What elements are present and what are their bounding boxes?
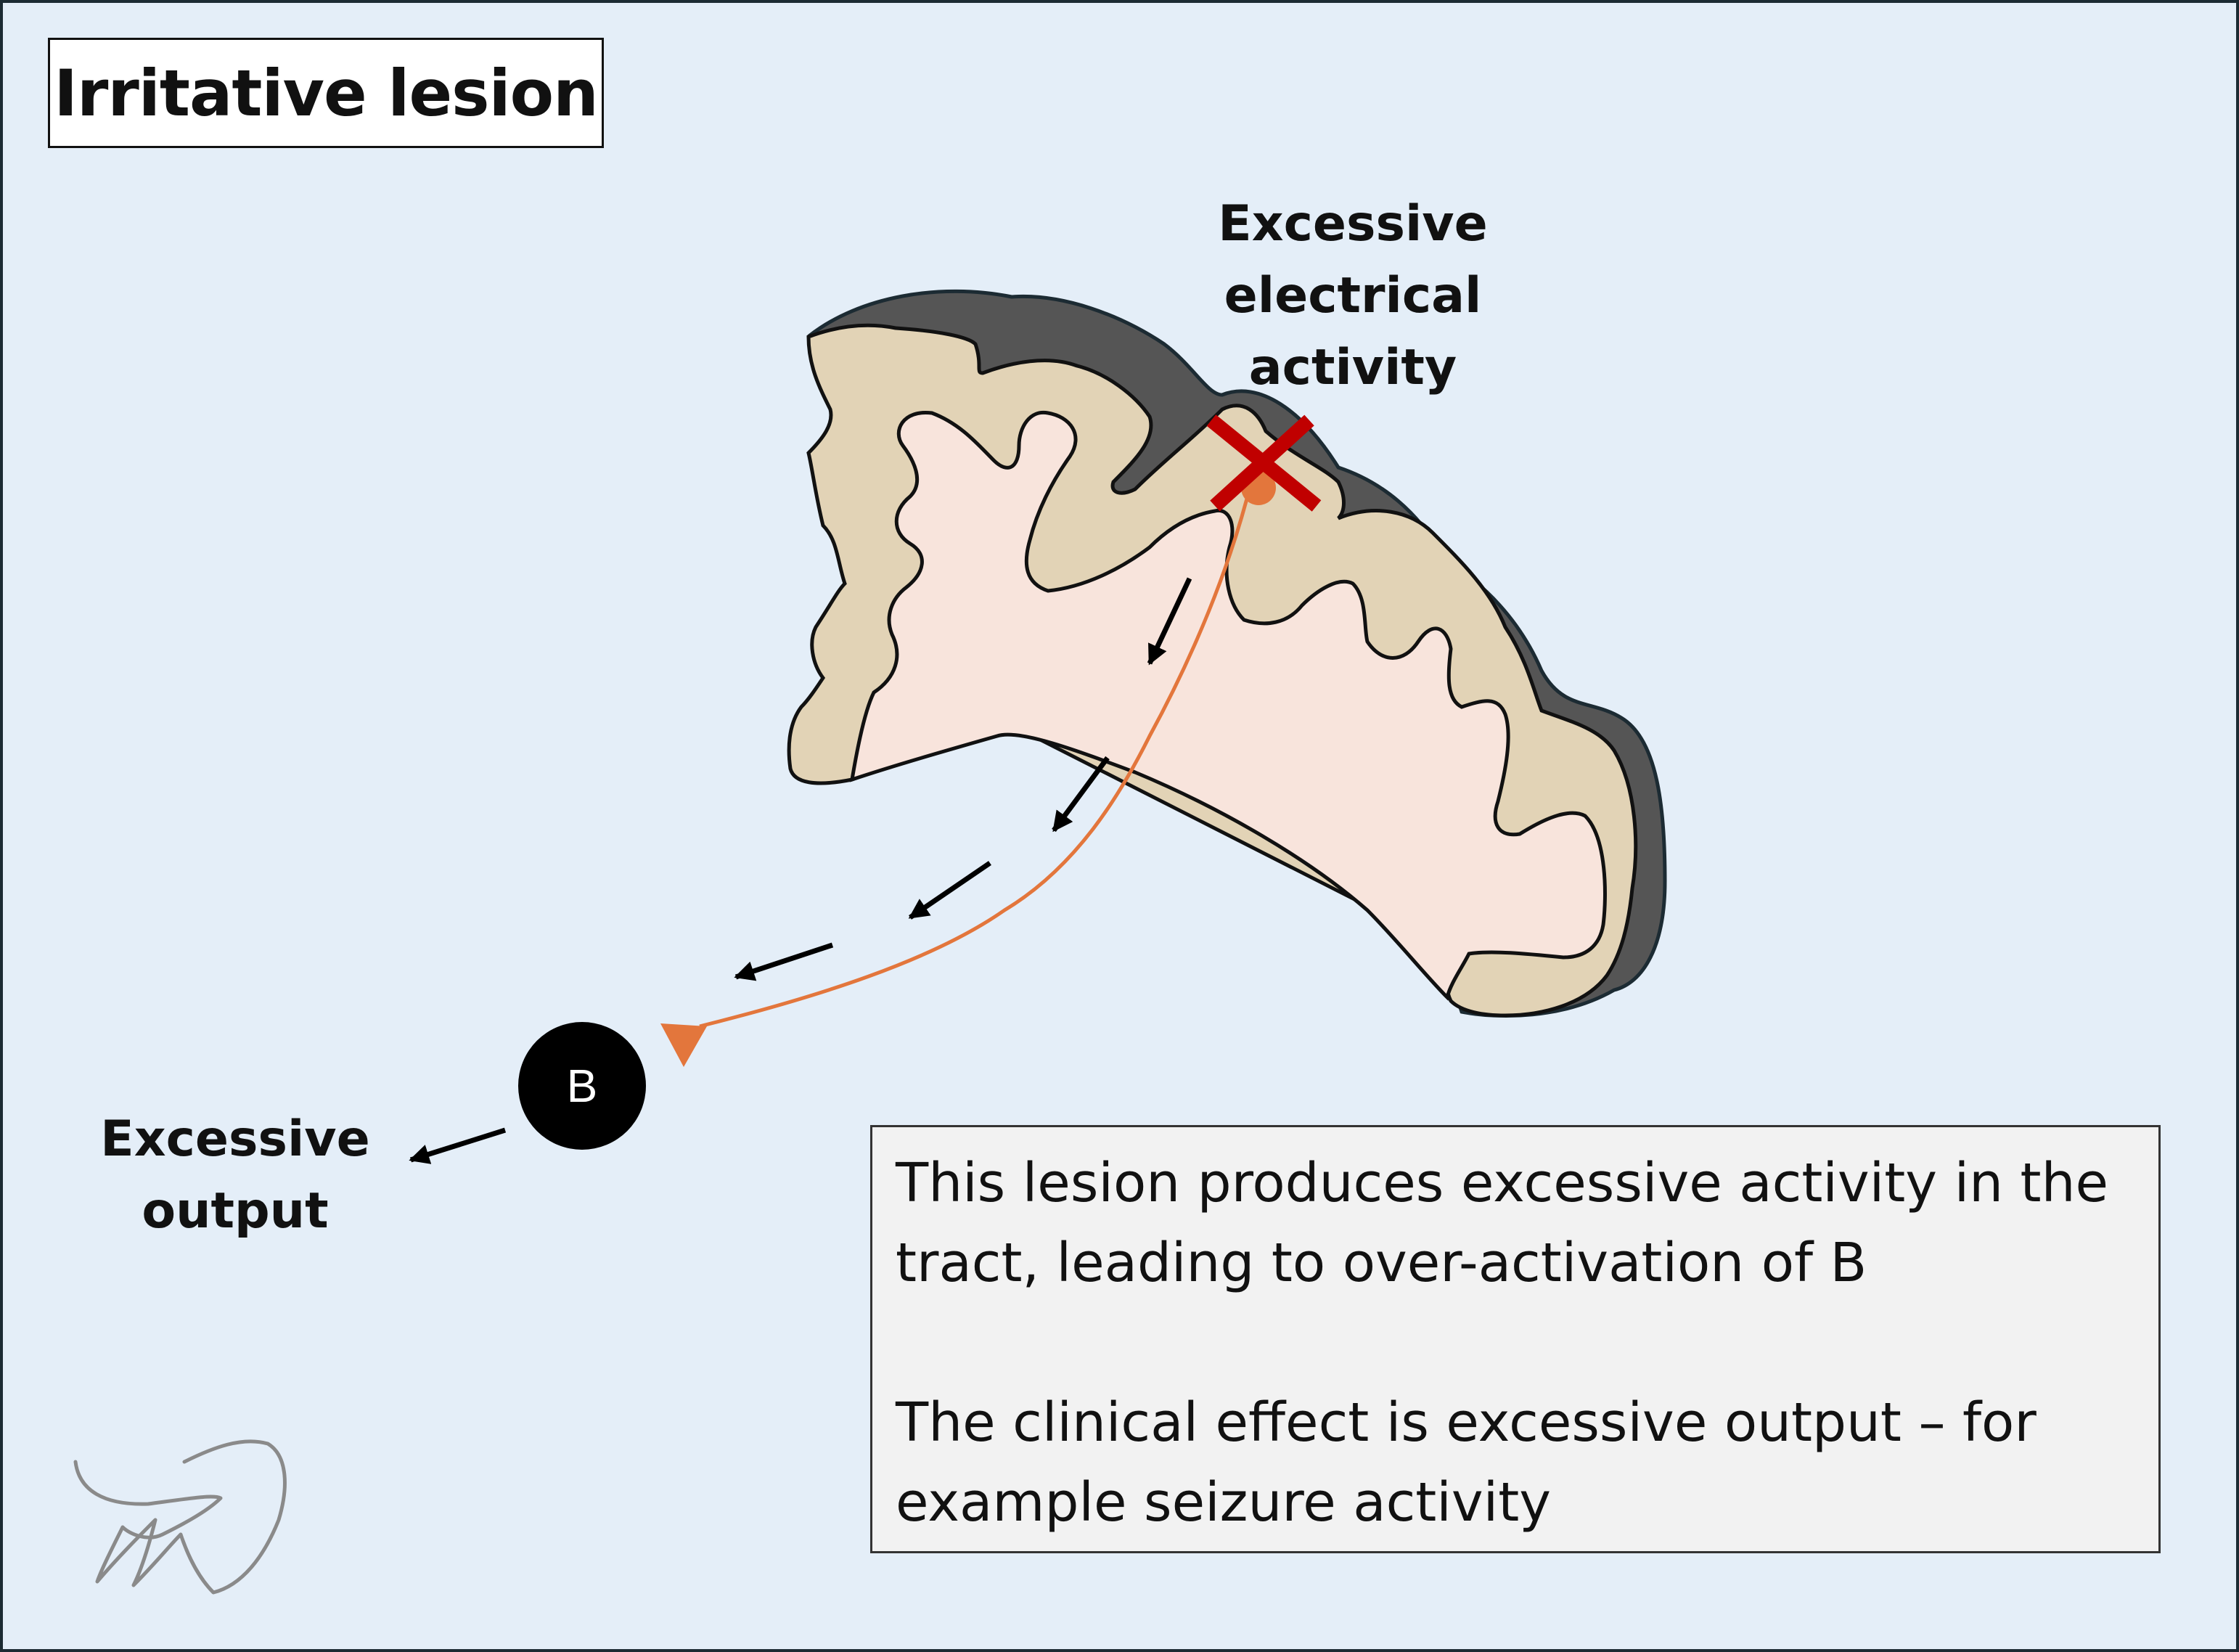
signature-icon xyxy=(73,1439,287,1595)
output-arrow xyxy=(409,1127,507,1164)
label-line: Excessive xyxy=(1218,195,1488,253)
label-line: output xyxy=(142,1182,329,1240)
flow-arrow xyxy=(908,861,991,920)
label-line: activity xyxy=(1248,339,1457,396)
brain-illustration xyxy=(73,289,1667,1595)
label-line: Excessive xyxy=(100,1111,370,1168)
diagram-title: Irritative lesion xyxy=(48,38,604,148)
flow-arrow xyxy=(1052,756,1110,833)
efferent-tract xyxy=(699,481,1253,1029)
explanation-paragraph-2: The clinical effect is excessive output … xyxy=(896,1391,2037,1534)
label-line: electrical xyxy=(1224,267,1482,324)
white-matter xyxy=(849,410,1607,1001)
flow-arrow xyxy=(1147,577,1192,666)
lesion-x-icon xyxy=(1206,414,1322,512)
explanation-paragraph-1: This lesion produces excessive activity … xyxy=(896,1152,2108,1294)
flow-arrow xyxy=(734,942,834,981)
target-neuron-b: B xyxy=(518,1022,646,1150)
lesion-activity-label: Excessive electrical activity xyxy=(1164,188,1542,404)
tract-terminal xyxy=(660,1023,707,1067)
signal-flow-arrows xyxy=(409,577,1192,1164)
explanation-box: This lesion produces excessive activity … xyxy=(870,1125,2161,1553)
output-label: Excessive output xyxy=(75,1103,395,1247)
